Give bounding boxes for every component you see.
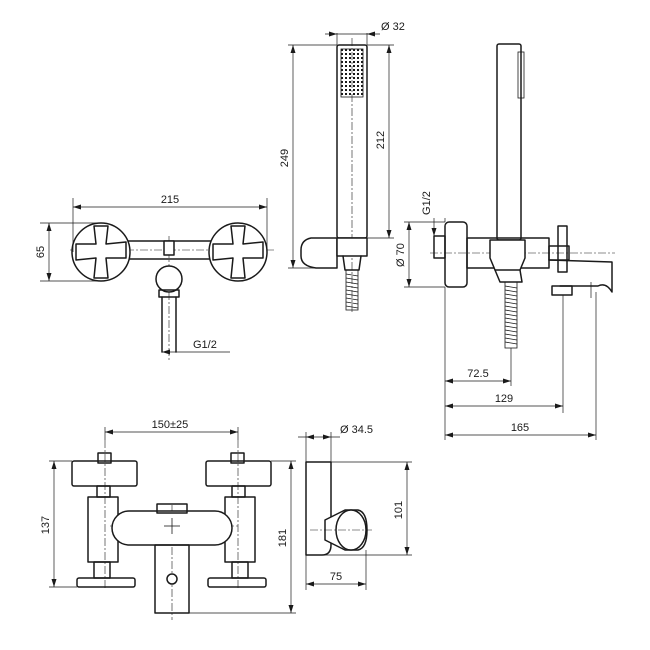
label-129: 129 xyxy=(495,393,513,405)
dimension-dia32: Ø 32 xyxy=(325,21,405,45)
label-212: 212 xyxy=(375,131,387,149)
holder-detail-view xyxy=(305,461,372,556)
label-g12-side: G1/2 xyxy=(421,191,433,215)
label-249: 249 xyxy=(279,149,291,167)
label-g12-bottom: G1/2 xyxy=(193,339,217,351)
dimension-101: 101 xyxy=(322,461,412,556)
label-215: 215 xyxy=(161,194,179,206)
label-75: 75 xyxy=(330,571,342,583)
label-dia70: Ø 70 xyxy=(395,243,407,267)
label-72-5: 72.5 xyxy=(467,368,488,380)
label-150: 150±25 xyxy=(152,419,189,431)
dimension-215: 215 xyxy=(72,194,268,252)
dimension-72-5: 72.5 xyxy=(444,287,512,440)
label-181: 181 xyxy=(277,529,289,547)
dimension-137: 137 xyxy=(40,460,77,588)
dimension-dia34-5: Ø 34.5 xyxy=(298,424,373,462)
label-dia34-5: Ø 34.5 xyxy=(340,424,373,436)
dimension-181: 181 xyxy=(189,460,296,614)
dimension-65: 65 xyxy=(35,222,101,282)
hand-shower-view xyxy=(300,38,368,312)
dimension-165: 165 xyxy=(445,292,597,440)
mixer-top-view xyxy=(71,440,272,620)
label-65: 65 xyxy=(35,246,47,258)
mixer-front-view xyxy=(70,222,275,360)
label-137: 137 xyxy=(40,516,52,534)
dimension-75: 75 xyxy=(305,550,367,590)
dimension-g12-side: G1/2 xyxy=(421,191,446,236)
dimension-g12-bottom: G1/2 xyxy=(162,339,230,355)
dimension-150: 150±25 xyxy=(104,419,239,440)
label-101: 101 xyxy=(393,501,405,519)
dimension-dia70: Ø 70 xyxy=(395,221,445,288)
dimension-249: 249 xyxy=(279,44,337,269)
dimension-129: 129 xyxy=(445,295,564,413)
label-dia32: Ø 32 xyxy=(381,21,405,33)
label-165: 165 xyxy=(511,422,529,434)
mixer-side-view xyxy=(430,43,615,349)
dimension-212: 212 xyxy=(367,44,394,239)
